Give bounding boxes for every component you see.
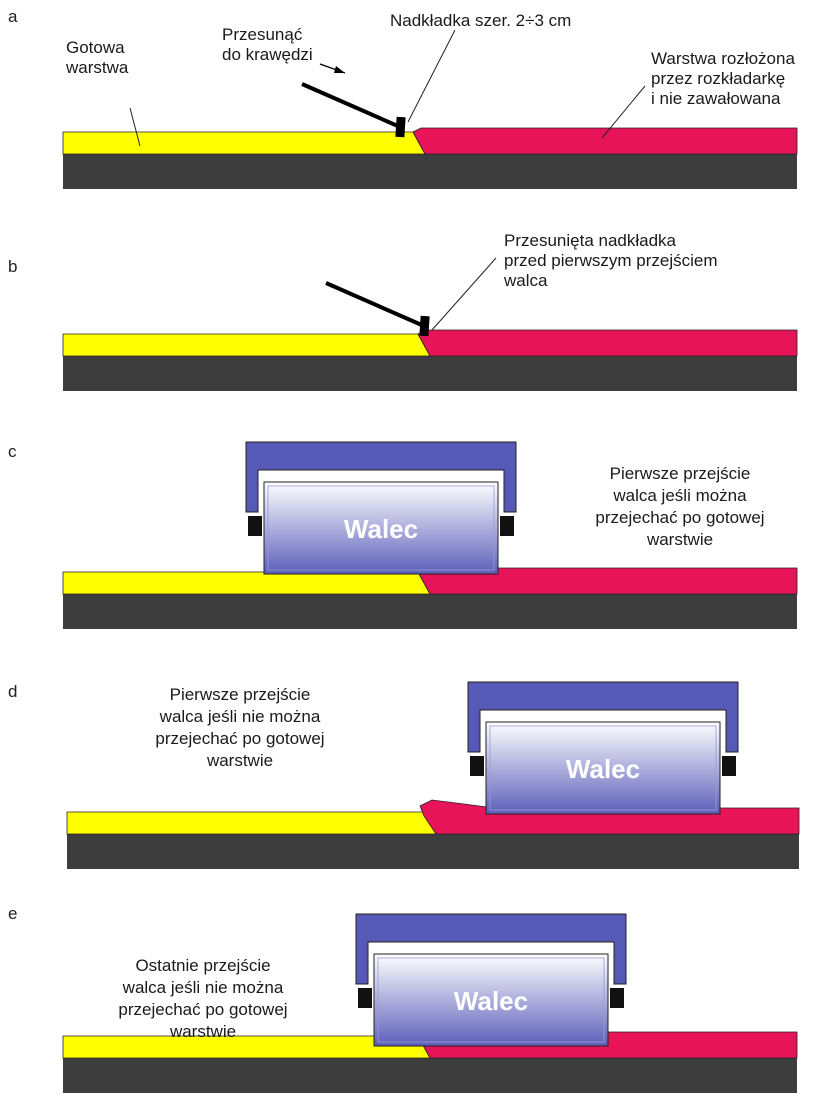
label-overlap: Nadkładka szer. 2÷3 cm (390, 11, 571, 30)
spread-layer (417, 329, 798, 357)
roller-label: Walec (566, 754, 640, 784)
panel-letter: a (8, 7, 18, 26)
roller-drum-inner (267, 485, 495, 571)
panel-letter: e (8, 904, 17, 923)
base-layer (63, 594, 797, 629)
roller-frame (467, 681, 739, 753)
base-layer (63, 356, 797, 391)
roller-frame (355, 913, 627, 985)
roller-drum-inner (489, 725, 717, 811)
roller-drum (263, 481, 499, 575)
tool-foot (419, 315, 430, 337)
roller-frame (245, 441, 517, 513)
roller-wheel-left (358, 988, 372, 1008)
finished-layer (62, 131, 426, 155)
tool-shaft (325, 281, 425, 328)
finished-layer (62, 333, 431, 357)
roller-label: Walec (454, 986, 528, 1016)
roller: Walec (245, 441, 517, 575)
roller-drum (373, 953, 609, 1047)
tool-foot (395, 116, 406, 138)
roller: Walec (355, 913, 627, 1047)
roller-wheel-left (248, 516, 262, 536)
roller-wheel-right (500, 516, 514, 536)
leader-line (431, 257, 497, 331)
leader-line (601, 85, 646, 139)
leader-line (129, 107, 141, 147)
tool-shaft (301, 82, 401, 129)
tamping-tool-icon (301, 82, 406, 138)
base-layer (63, 154, 797, 189)
spread-layer (412, 127, 798, 155)
roller-drum-inner (377, 957, 605, 1043)
base-layer (63, 1058, 797, 1093)
finished-layer (66, 811, 437, 835)
base-layer (67, 834, 799, 869)
roller-wheel-right (610, 988, 624, 1008)
panel-letter: d (8, 682, 17, 701)
roller-wheel-left (470, 756, 484, 776)
arrow-head (334, 66, 345, 73)
roller-wheel-right (722, 756, 736, 776)
roller-drum (485, 721, 721, 815)
leader-line (407, 29, 456, 123)
tamping-tool-icon (325, 281, 430, 337)
panel-letter: c (8, 442, 17, 461)
roller-label: Walec (344, 514, 418, 544)
roller: Walec (467, 681, 739, 815)
finished-layer (62, 571, 431, 595)
panel-letter: b (8, 257, 17, 276)
